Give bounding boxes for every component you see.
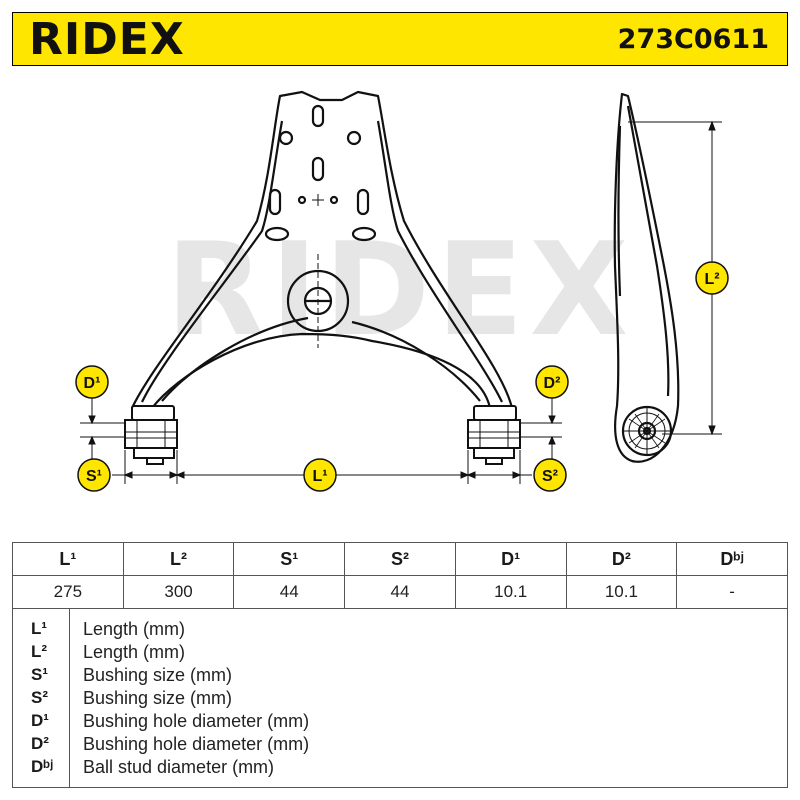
legend-row: S² Bushing size (mm) [13, 687, 789, 709]
bushing-side-hatch [628, 413, 666, 449]
right-bushing [467, 405, 521, 465]
left-bushing [124, 405, 178, 465]
spec-header-s1: S¹ [233, 542, 346, 576]
callout-l1: L¹ [303, 458, 337, 492]
spec-value-dbj: - [676, 575, 788, 609]
legend-key: D¹ [31, 711, 49, 730]
legend-desc: Ball stud diameter (mm) [83, 757, 275, 777]
legend-key: L¹ [31, 619, 48, 638]
callout-l1-label: L¹ [312, 468, 327, 485]
spec-value-d1: 10.1 [454, 575, 567, 609]
brand-logo: RIDEX [29, 14, 185, 65]
header-bar: RIDEX 273C0611 [12, 12, 788, 66]
spec-table: L¹ L² S¹ S² D¹ D² Dᵇʲ 275 300 44 44 10.1… [12, 542, 788, 609]
legend-desc: Length (mm) [83, 642, 186, 662]
technical-drawing: RIDEX [12, 66, 788, 542]
drawing-svg: RIDEX [75, 90, 729, 492]
spec-value-d2: 10.1 [565, 575, 678, 609]
spec-header-s2: S² [344, 542, 456, 576]
legend-desc: Bushing hole diameter (mm) [83, 711, 310, 731]
spec-value-l2: 300 [122, 575, 235, 609]
legend-row: D² Bushing hole diameter (mm) [13, 733, 789, 755]
legend-key: Dᵇʲ [31, 757, 54, 776]
spec-header-d1: D¹ [454, 542, 567, 576]
legend-row: L¹ Length (mm) [13, 618, 789, 640]
legend-key: S² [31, 688, 48, 707]
callout-s2: S² [533, 458, 567, 492]
legend-divider [69, 608, 70, 787]
legend: L¹ Length (mm) L² Length (mm) S¹ Bushing… [12, 608, 788, 788]
control-arm-front-view [131, 90, 514, 409]
legend-desc: Bushing size (mm) [83, 688, 233, 708]
spec-header-l2: L² [122, 542, 235, 576]
legend-key: S¹ [31, 665, 48, 684]
spec-value-s2: 44 [344, 575, 456, 609]
callout-s1-label: S¹ [86, 468, 102, 485]
part-number: 273C0611 [617, 24, 769, 55]
spec-value-s1: 44 [233, 575, 346, 609]
callout-l2-label: L² [704, 271, 719, 288]
spec-header-d2: D² [565, 542, 678, 576]
spec-header-dbj: Dᵇʲ [676, 542, 788, 576]
legend-desc: Length (mm) [83, 619, 186, 639]
legend-desc: Bushing hole diameter (mm) [83, 734, 310, 754]
legend-key: D² [31, 734, 49, 753]
callout-s1: S¹ [77, 458, 111, 492]
callout-d1-label: D¹ [84, 375, 101, 392]
spec-header-row: L¹ L² S¹ S² D¹ D² Dᵇʲ [12, 542, 788, 576]
legend-desc: Bushing size (mm) [83, 665, 233, 685]
legend-row: Dᵇʲ Ball stud diameter (mm) [13, 756, 789, 778]
callout-l2: L² [695, 261, 729, 295]
legend-key: L² [31, 642, 48, 661]
callout-d1: D¹ [75, 365, 109, 399]
callout-s2-label: S² [542, 468, 558, 485]
watermark-text: RIDEX [166, 216, 635, 365]
spec-header-l1: L¹ [12, 542, 124, 576]
legend-row: L² Length (mm) [13, 641, 789, 663]
control-arm-side-view [613, 92, 680, 463]
legend-row: S¹ Bushing size (mm) [13, 664, 789, 686]
spec-value-row: 275 300 44 44 10.1 10.1 - [12, 575, 788, 609]
legend-row: D¹ Bushing hole diameter (mm) [13, 710, 789, 732]
callout-d2: D² [535, 365, 569, 399]
spec-value-l1: 275 [12, 575, 124, 609]
callout-d2-label: D² [544, 375, 561, 392]
